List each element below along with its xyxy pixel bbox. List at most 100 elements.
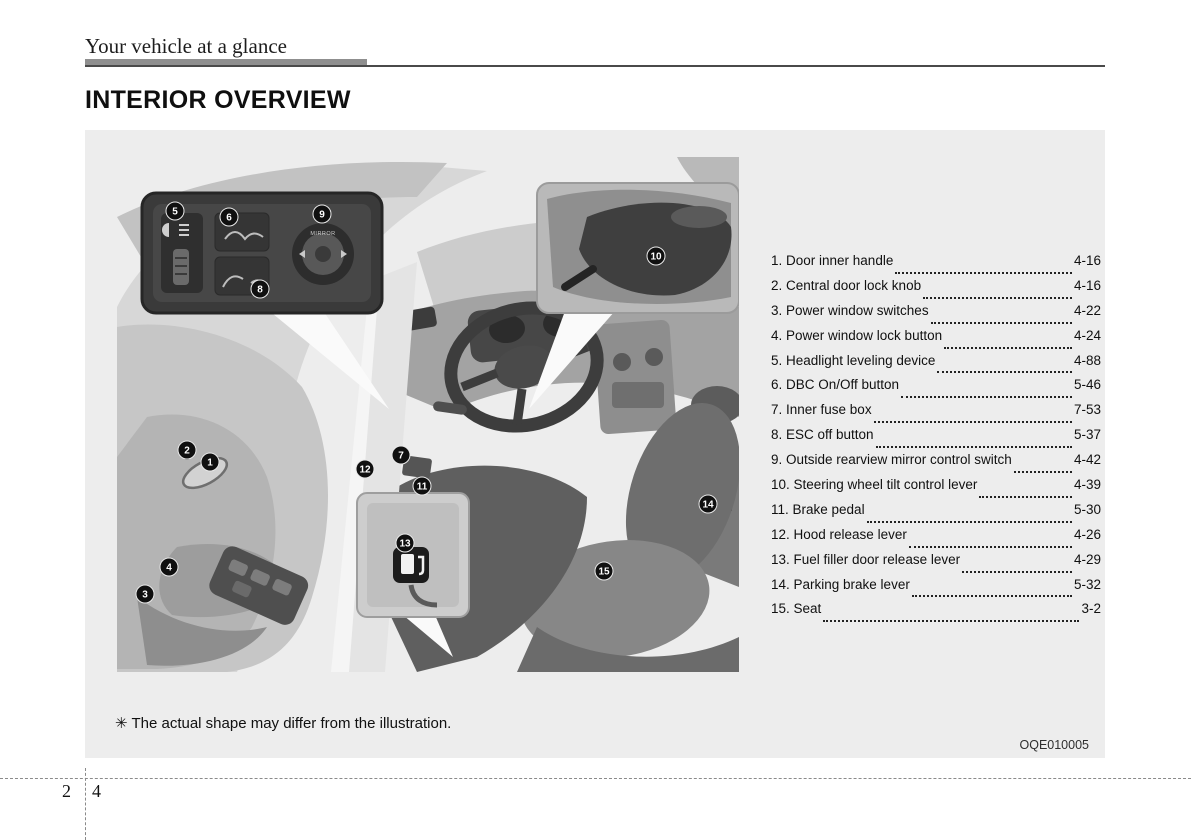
part-label: 3. Power window switches <box>771 302 929 318</box>
inset-pointer <box>267 309 389 409</box>
svg-text:7: 7 <box>398 451 404 462</box>
part-page-ref: 4-16 <box>1073 253 1101 268</box>
callout-15: 15 <box>594 561 614 581</box>
callout-9: 9 <box>312 204 332 224</box>
stack-knob-left <box>613 353 631 371</box>
leader-dots <box>875 446 1072 449</box>
parts-list-item-1: 1. Door inner handle 4-16 <box>771 253 1101 278</box>
seat-backrest <box>625 403 739 581</box>
svg-text:6: 6 <box>226 213 232 224</box>
figure-image-code: OQE010005 <box>1019 738 1090 752</box>
svg-text:12: 12 <box>359 465 371 476</box>
leader-dots <box>911 595 1072 598</box>
part-page-ref: 5-32 <box>1073 576 1101 592</box>
interior-overview-figure: MIRROR 5 6 9 <box>85 130 1105 758</box>
parts-list-item-12: 12. Hood release lever 4-26 <box>771 527 1101 552</box>
callout-10: 10 <box>646 246 666 266</box>
tilt-control-lever <box>561 265 597 291</box>
svg-text:2: 2 <box>184 446 190 457</box>
leader-dots <box>962 570 1072 573</box>
leader-dots <box>1013 471 1072 474</box>
callout-4: 4 <box>159 557 179 577</box>
footer-crop-mark-horizontal <box>0 778 1191 779</box>
svg-text:15: 15 <box>598 567 610 578</box>
callout-13: 13 <box>395 533 415 553</box>
breadcrumb: Your vehicle at a glance <box>85 34 287 58</box>
part-page-ref: 3-2 <box>1081 601 1101 617</box>
leader-dots <box>937 371 1072 374</box>
parts-list-item-13: 13. Fuel filler door release lever 4-29 <box>771 552 1101 577</box>
part-label: 11. Brake pedal <box>771 501 865 517</box>
part-label: 6. DBC On/Off button <box>771 377 900 393</box>
car-roofline <box>117 161 447 267</box>
part-page-ref: 5-37 <box>1073 427 1101 443</box>
leader-dots <box>895 271 1072 274</box>
footer-page-number: 4 <box>92 781 101 801</box>
callout-6: 6 <box>219 207 239 227</box>
leader-dots <box>923 296 1072 299</box>
window-switch-panel <box>209 546 309 625</box>
svg-text:9: 9 <box>319 210 325 221</box>
svg-text:5: 5 <box>172 207 178 218</box>
callout-8: 8 <box>250 279 270 299</box>
part-page-ref: 4-29 <box>1073 551 1101 567</box>
part-page-ref: 5-30 <box>1073 501 1101 517</box>
leader-dots <box>823 620 1080 623</box>
parts-list-item-6: 6. DBC On/Off button 5-46 <box>771 377 1101 402</box>
part-page-ref: 4-39 <box>1073 477 1101 493</box>
window-lock-button <box>232 580 252 598</box>
svg-text:11: 11 <box>417 482 428 493</box>
part-page-ref: 4-16 <box>1073 277 1101 293</box>
door-map-pocket <box>137 597 267 666</box>
part-label: 5. Headlight leveling device <box>771 352 936 368</box>
switch-panel-inset: MIRROR <box>140 191 389 409</box>
parts-list-item-9: 9. Outside rearview mirror control switc… <box>771 452 1101 477</box>
figure-footnote: ✳ The actual shape may differ from the i… <box>115 715 452 732</box>
seat-base <box>517 627 739 672</box>
leader-dots <box>979 495 1072 498</box>
fuel-pump-icon <box>393 547 429 583</box>
part-label: 1. Door inner handle <box>771 253 894 268</box>
callout-5: 5 <box>165 201 185 221</box>
part-page-ref: 5-46 <box>1073 377 1101 393</box>
parts-list-item-15: 15. Seat 3-2 <box>771 601 1101 626</box>
driver-seat <box>517 386 739 672</box>
parts-list-item-5: 5. Headlight leveling device 4-88 <box>771 353 1101 378</box>
stack-knob-right <box>645 348 663 366</box>
parts-list: 1. Door inner handle 4-16 2. Central door… <box>771 253 1101 626</box>
part-page-ref: 4-26 <box>1073 526 1101 542</box>
interior-illustration: MIRROR 5 6 9 <box>117 157 739 672</box>
center-stack <box>593 320 677 434</box>
part-page-ref: 4-24 <box>1073 327 1101 343</box>
seat-cushion <box>520 540 710 658</box>
fuel-release-cable <box>408 584 438 608</box>
inset-pointer <box>529 311 615 409</box>
svg-text:10: 10 <box>650 252 662 263</box>
svg-text:1: 1 <box>207 458 213 469</box>
callout-3: 3 <box>135 584 155 604</box>
part-label: 15. Seat <box>771 601 822 617</box>
leader-dots <box>901 396 1072 399</box>
headlight-leveling-switch <box>161 213 203 293</box>
part-page-ref: 7-53 <box>1073 402 1101 418</box>
callout-12: 12 <box>355 459 375 479</box>
leader-dots <box>873 421 1072 424</box>
gauge-left <box>489 314 525 344</box>
part-label: 12. Hood release lever <box>771 526 907 542</box>
part-page-ref: 4-88 <box>1073 352 1101 368</box>
section-rule-thin <box>85 65 1105 67</box>
leader-dots <box>930 321 1072 324</box>
svg-text:13: 13 <box>399 539 411 550</box>
leader-dots <box>908 545 1072 548</box>
part-label: 10. Steering wheel tilt control lever <box>771 477 978 493</box>
svg-text:8: 8 <box>257 285 263 296</box>
svg-text:14: 14 <box>702 500 714 511</box>
parts-list-item-10: 10. Steering wheel tilt control lever 4-3… <box>771 477 1101 502</box>
parts-list-item-11: 11. Brake pedal 5-30 <box>771 502 1101 527</box>
part-label: 13. Fuel filler door release lever <box>771 551 961 567</box>
